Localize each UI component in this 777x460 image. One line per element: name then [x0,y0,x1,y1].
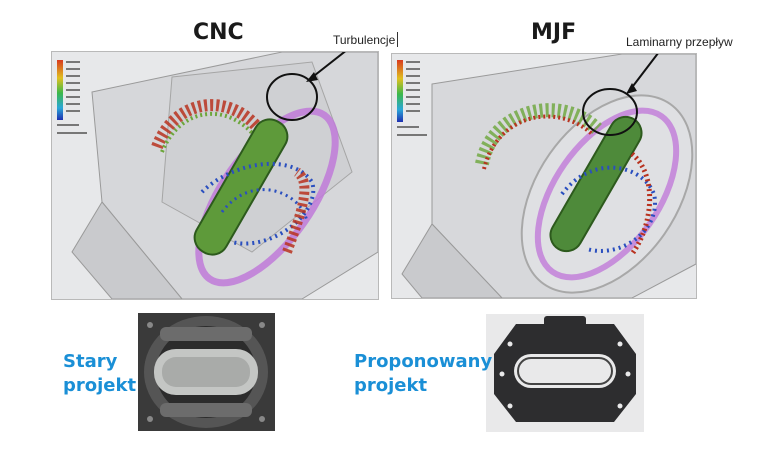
proposed-design-photo-graphic [486,314,644,432]
caption-old-design: Stary projekt [63,350,136,398]
callout-label-laminar: Laminarny przepływ [626,35,733,49]
laminar-arrow-icon [629,54,659,91]
cnc-flow-simulation [51,51,379,300]
laminar-circle-marker-icon [582,88,638,136]
header-mjf: MJF [531,20,577,45]
cnc-flow-simulation-graphic [52,52,378,299]
turbulence-circle-marker-icon [266,73,318,121]
caption-proposed-design: Proponowany projekt [354,350,492,398]
turbulence-arrow-icon [309,52,346,80]
old-design-photo-graphic [138,313,275,431]
mjf-flow-simulation [391,53,697,299]
proposed-design-photo [486,314,644,432]
old-design-photo [138,313,275,431]
caption-old-line2: projekt [63,375,137,396]
caption-proposed-line1: Proponowany [354,351,493,372]
mjf-flow-simulation-graphic [392,54,696,298]
caption-proposed-line2: projekt [354,375,428,396]
callout-label-turbulence: Turbulencje [333,33,396,47]
cnc-color-legend [57,60,87,134]
caption-old-line1: Stary [63,351,118,372]
text-cursor [397,32,398,47]
mjf-color-legend [397,60,427,136]
header-cnc: CNC [193,20,244,45]
